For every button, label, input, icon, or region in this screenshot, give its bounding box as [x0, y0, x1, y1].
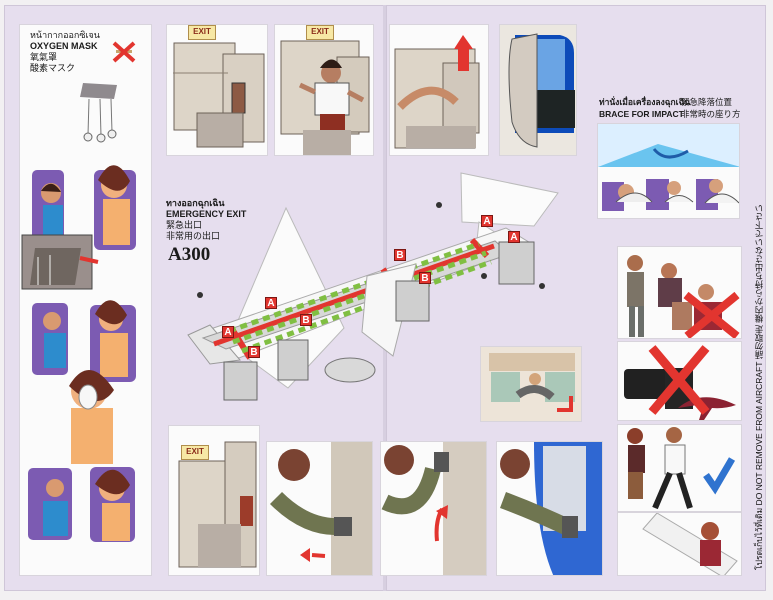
door-b-handle-panel: [266, 441, 373, 576]
do-not-remove-japanese: 機内から持ち出さないで下さい: [754, 203, 764, 323]
door-b-pull-illustration: [381, 442, 486, 575]
brace-position-panel: [597, 123, 740, 219]
marker-a-mid-left: A: [265, 297, 277, 309]
door-a-lift-illustration: [394, 35, 480, 149]
no-heels-panel: [617, 341, 742, 421]
emergency-english-label: EMERGENCY EXIT: [166, 209, 247, 219]
emergency-thai-label: ทางออกฉุกเฉิน: [166, 198, 225, 208]
door-b-open-illustration: [500, 442, 602, 575]
door-b-closed-illustration: [178, 441, 257, 568]
marker-b-lower-right: B: [419, 272, 431, 284]
exit-sign-left: EXIT: [188, 25, 216, 40]
slide-down-illustration: [642, 513, 738, 575]
brace-position-illustration: [598, 124, 739, 211]
oxygen-chinese-label: 氧氣罩: [30, 52, 58, 62]
no-heels-bags-illustration: [624, 345, 736, 420]
overwing-exit-panel: [480, 346, 582, 422]
do-not-remove-english: DO NOT REMOVE FROM AIRCRAFT: [754, 361, 764, 506]
brace-japanese-label: 非常時の座り方: [681, 109, 741, 119]
oxygen-english-label: OXYGEN MASK: [30, 41, 98, 51]
aircraft-model-label: A300: [168, 244, 211, 265]
brace-english-label: BRACE FOR IMPACT: [599, 109, 684, 119]
do-not-remove-notice: โปรดเก็บไว้ที่เดิม DO NOT REMOVE FROM AI…: [752, 190, 766, 570]
door-a-lift-panel: [389, 24, 489, 156]
emergency-japanese-label: 非常用の出口: [166, 231, 221, 241]
door-a-operator-illustration: [280, 40, 370, 155]
slide-panel: [617, 512, 742, 576]
no-luggage-panel: [617, 246, 742, 339]
marker-a-front: A: [222, 326, 234, 338]
do-not-remove-chinese: 請勿取走: [754, 325, 764, 360]
exit-sign-top: EXIT: [306, 25, 334, 40]
brace-chinese-label: 緊急降落位置: [681, 97, 733, 107]
door-b-closed-panel: EXIT: [168, 425, 260, 576]
marker-b-mid: B: [300, 314, 312, 326]
door-a-open-panel: [499, 24, 577, 156]
leave-belongings-illustration: [627, 255, 740, 338]
marker-a-rear-top: A: [481, 215, 493, 227]
oxygen-mask-panel: หน้ากากออกซิเจน OXYGEN MASK 氧氣罩 酸素マスク: [19, 24, 152, 576]
exit-sign-bottom: EXIT: [181, 445, 209, 460]
oxygen-japanese-label: 酸素マスク: [30, 63, 76, 73]
marker-a-rear: A: [508, 231, 520, 243]
door-b-pull-panel: [380, 441, 487, 576]
do-not-remove-thai: โปรดเก็บไว้ที่เดิม: [754, 507, 764, 570]
door-a-open-illustration: [500, 25, 576, 155]
emergency-chinese-label: 緊急出口: [166, 220, 203, 230]
oxygen-masks-drop-illustration: [21, 83, 136, 542]
no-smoking-icon: [112, 41, 136, 63]
oxygen-thai-label: หน้ากากออกซิเจน: [30, 30, 100, 40]
door-a-operator-panel: EXIT: [274, 24, 374, 156]
marker-b-front-lower: B: [248, 346, 260, 358]
door-a-closed-panel: EXIT: [166, 24, 268, 156]
walk-exit-panel: [617, 424, 742, 512]
walk-to-exit-illustration: [627, 427, 736, 510]
brace-thai-label: ท่านั่งเมื่อเครื่องลงฉุกเฉิน: [599, 97, 691, 107]
door-b-handle-illustration: [269, 442, 372, 575]
door-a-closed-illustration: [173, 42, 265, 148]
door-b-open-panel: [496, 441, 603, 576]
overwing-exit-illustration: [481, 347, 581, 421]
aircraft-cutaway-diagram: [187, 172, 559, 401]
marker-b-right: B: [394, 249, 406, 261]
